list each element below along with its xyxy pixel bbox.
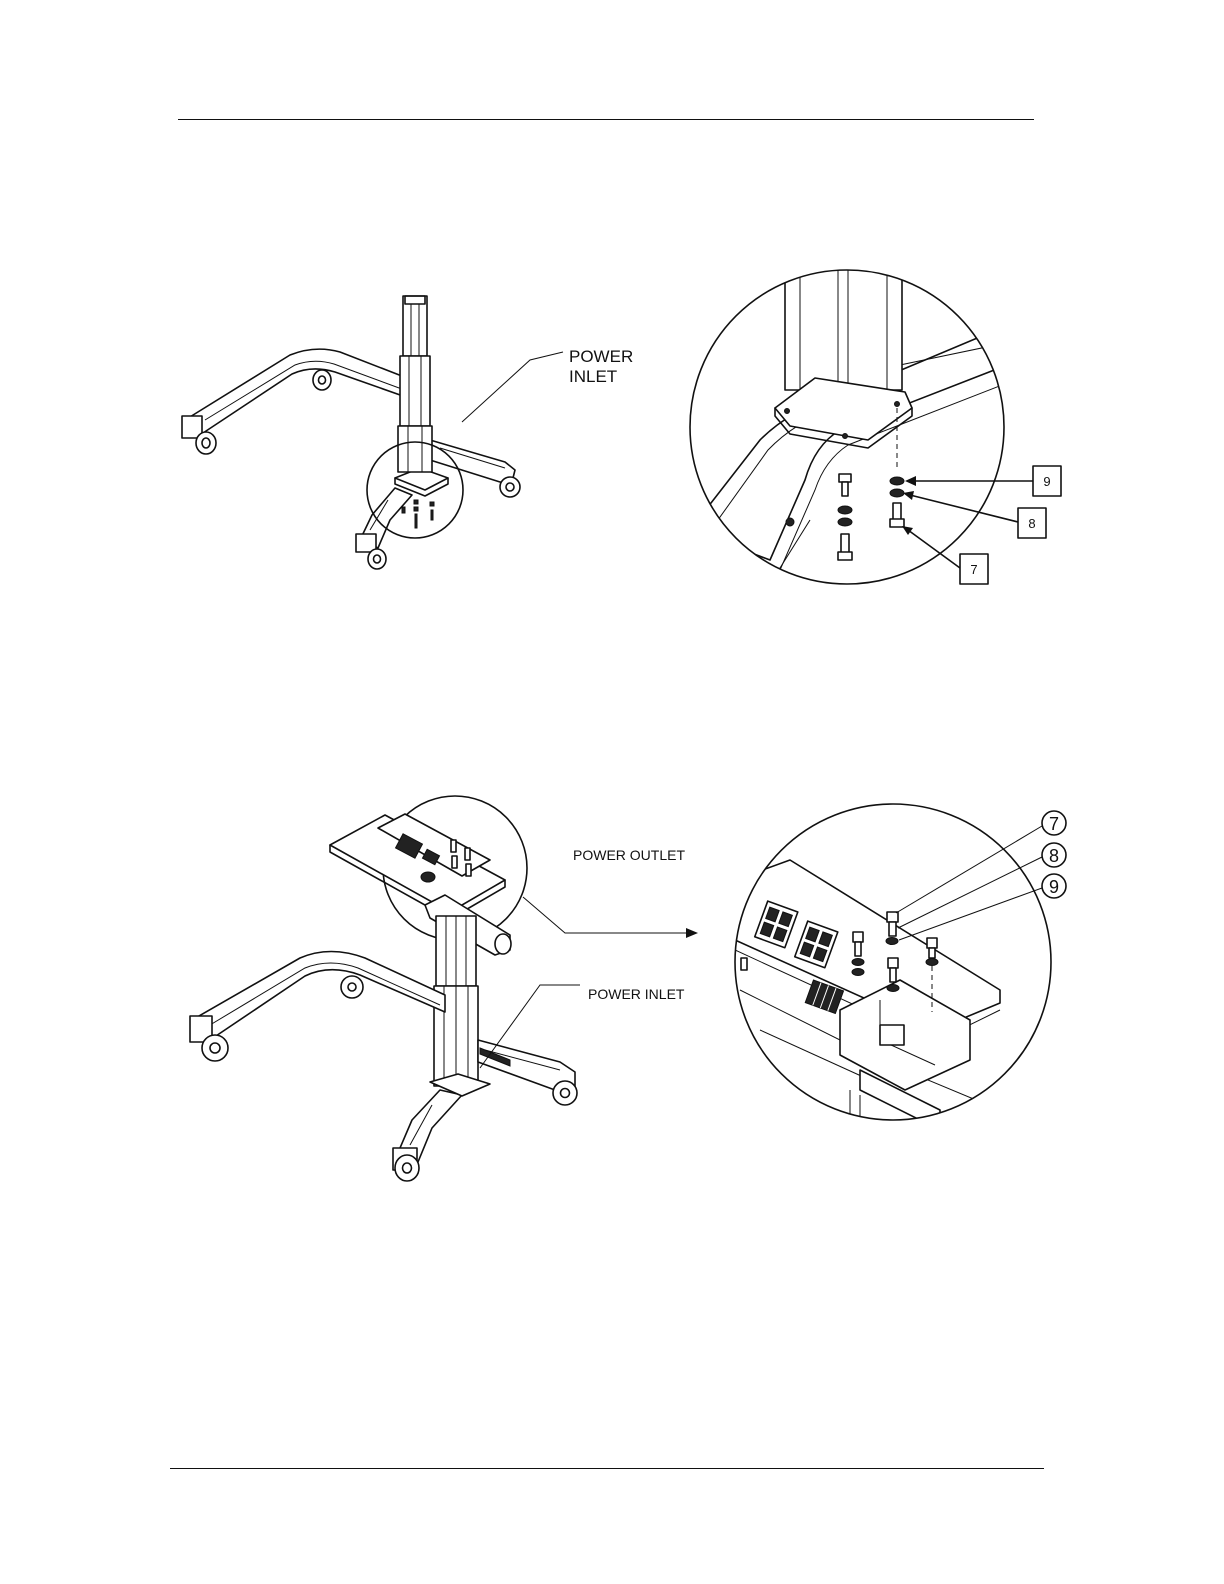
fig2-callout-9: 9	[1049, 877, 1059, 897]
figure2-overview: POWER OUTLET POWER INLET	[180, 790, 700, 1190]
header-rule	[178, 119, 1034, 120]
fig2-label-power-inlet: POWER INLET	[588, 986, 685, 1002]
fig1-callout-9: 9	[1043, 474, 1050, 489]
figure2-detail: 7 8 9	[725, 800, 1075, 1130]
fig2-callout-8: 8	[1049, 846, 1059, 866]
fig1-callout-8: 8	[1028, 516, 1035, 531]
figure1-detail: 9 8 7	[680, 262, 1070, 592]
fig2-label-power-outlet: POWER OUTLET	[573, 847, 685, 863]
fig1-label-power: POWER	[569, 347, 633, 366]
fig1-callout-7: 7	[970, 562, 977, 577]
fig1-label-inlet: INLET	[569, 367, 617, 386]
figure1-overview: POWER INLET	[160, 280, 660, 580]
fig2-callout-7: 7	[1049, 814, 1059, 834]
footer-rule	[170, 1468, 1044, 1469]
